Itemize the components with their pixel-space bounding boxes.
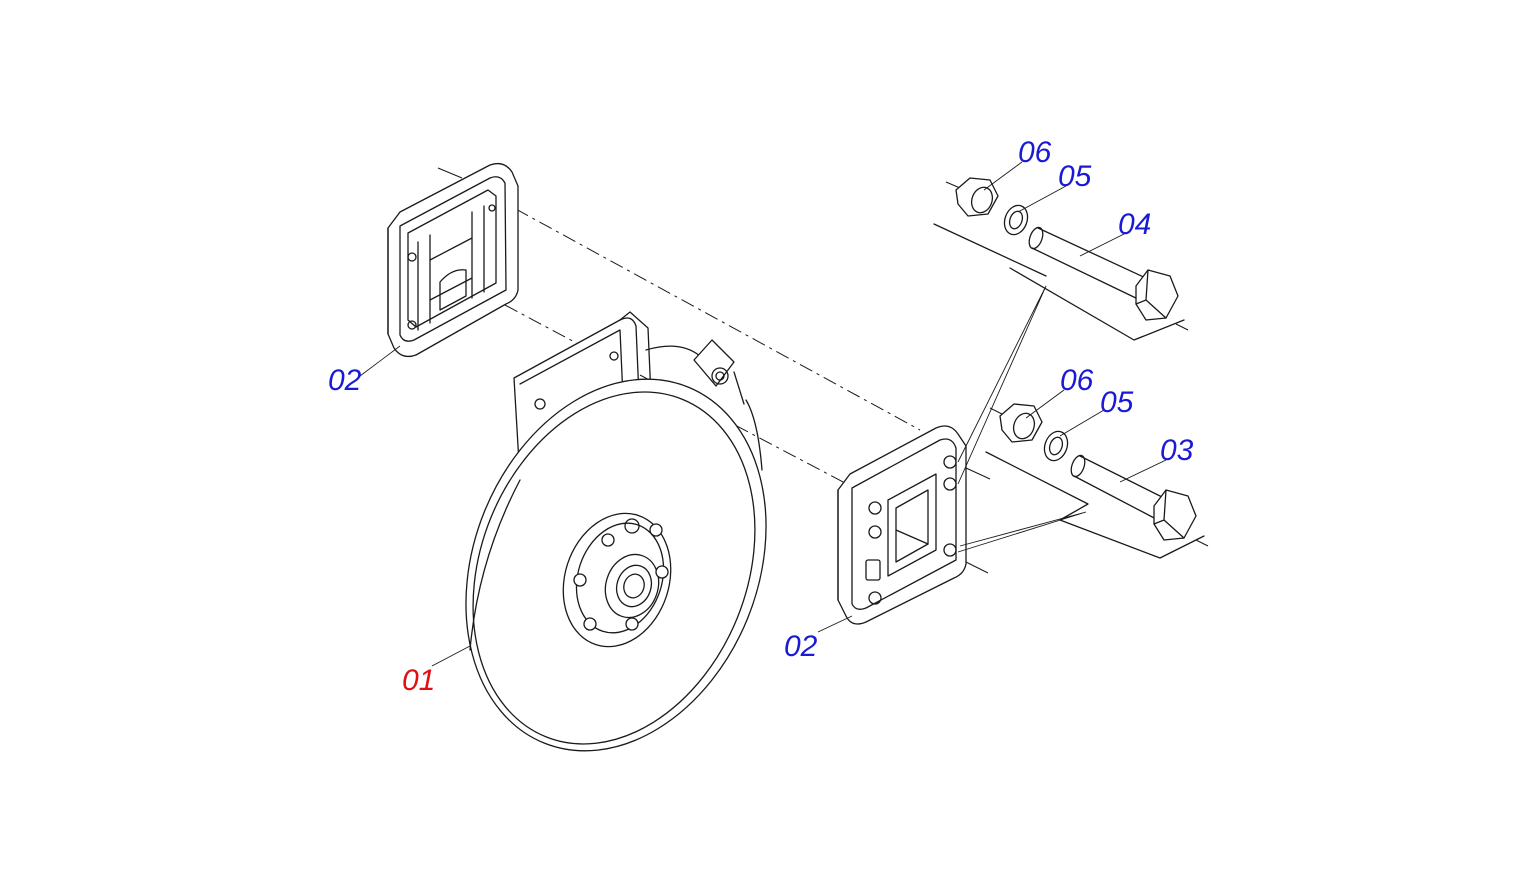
mounting-plate-rear (387, 162, 519, 358)
mounting-plate-front (837, 425, 967, 625)
disc-hub-assembly (465, 311, 767, 752)
callout-06-lower: 06 (1060, 364, 1094, 397)
callout-02-rear: 02 (328, 364, 362, 397)
hub-bolts (573, 523, 669, 631)
callout-02-front: 02 (784, 630, 818, 663)
callout-01: 01 (402, 664, 435, 697)
callout-labels: 06 05 04 06 05 03 02 01 02 (328, 136, 1194, 697)
callout-03: 03 (1160, 434, 1194, 467)
leader-lines (359, 161, 1167, 667)
fastener-set-lower (985, 403, 1209, 559)
callout-05-lower: 05 (1100, 386, 1134, 419)
fastener-set-upper (933, 177, 1189, 341)
callout-06-upper: 06 (1018, 136, 1052, 169)
callout-04: 04 (1118, 208, 1151, 241)
callout-05-upper: 05 (1058, 160, 1092, 193)
